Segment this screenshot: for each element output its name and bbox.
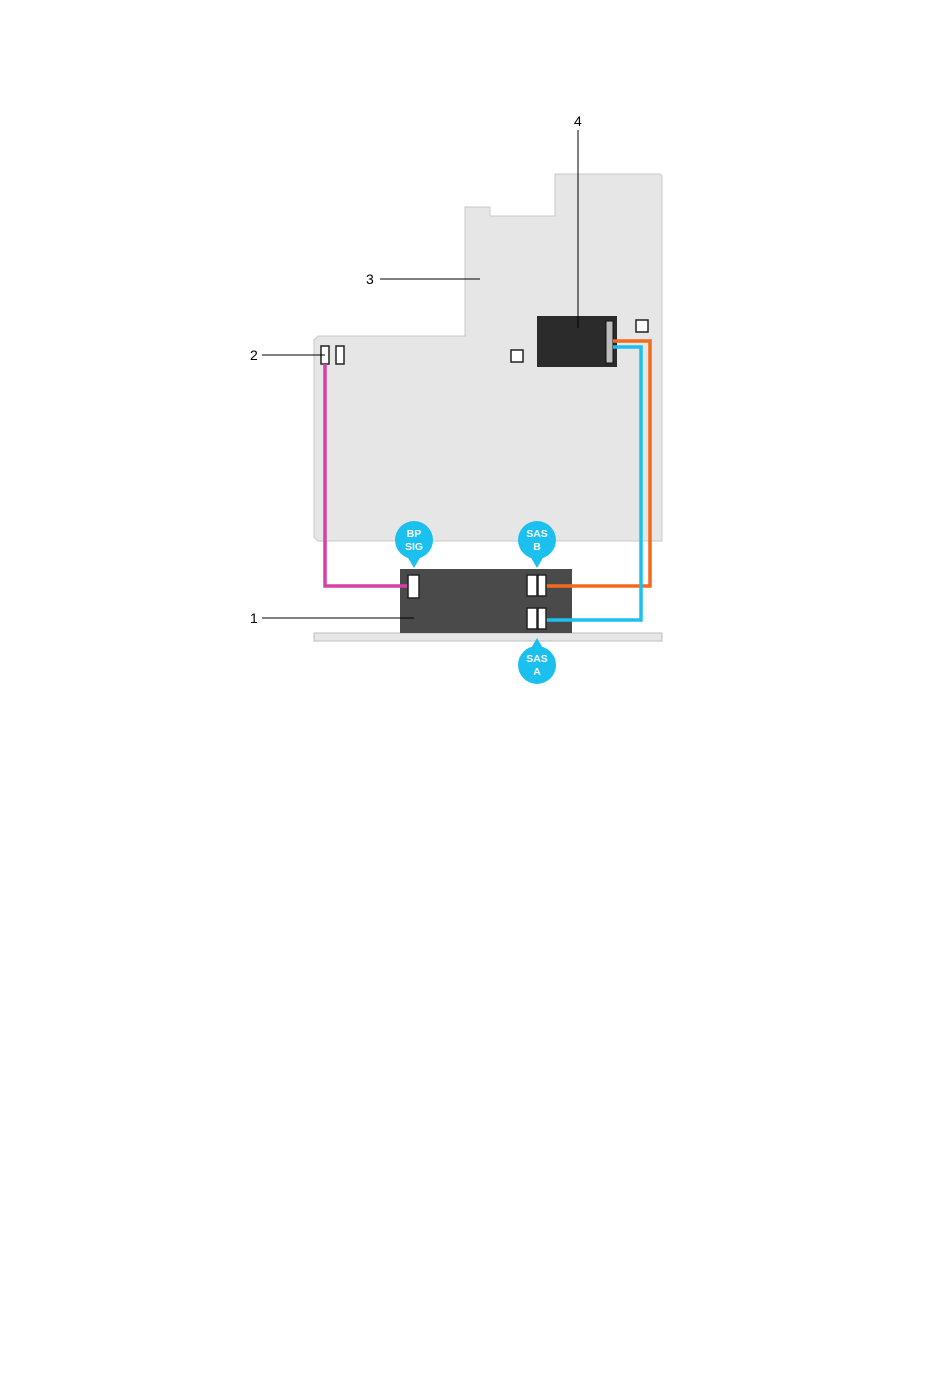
controller-connector bbox=[606, 321, 613, 363]
badge-bp-sig-line2: SIG bbox=[405, 541, 423, 553]
badge-sas-b: SAS B bbox=[518, 521, 556, 568]
badge-sas-a: SAS A bbox=[518, 638, 556, 684]
sas-a-connector bbox=[538, 608, 546, 629]
sas-b-connector bbox=[538, 575, 546, 596]
badge-bp-sig-line1: BP bbox=[407, 528, 422, 540]
callout-2: 2 bbox=[250, 347, 258, 363]
badge-sas-b-line2: B bbox=[533, 541, 541, 553]
sas-b-connector bbox=[527, 575, 537, 596]
board-signal-connector bbox=[336, 346, 344, 364]
badge-bp-sig: BP SIG bbox=[395, 521, 433, 568]
badge-sas-a-line1: SAS bbox=[526, 653, 548, 665]
callout-3: 3 bbox=[366, 271, 374, 287]
storage-controller bbox=[537, 316, 617, 367]
sas-a-connector bbox=[527, 608, 537, 629]
badge-sas-a-line2: A bbox=[533, 666, 541, 678]
callout-1: 1 bbox=[250, 610, 258, 626]
board-connector-square bbox=[636, 320, 648, 332]
callout-4: 4 bbox=[574, 113, 582, 129]
bp-sig-connector bbox=[408, 575, 419, 598]
badge-sas-b-line1: SAS bbox=[526, 528, 548, 540]
board-connector-square bbox=[511, 350, 523, 362]
chassis-floor bbox=[314, 633, 662, 641]
